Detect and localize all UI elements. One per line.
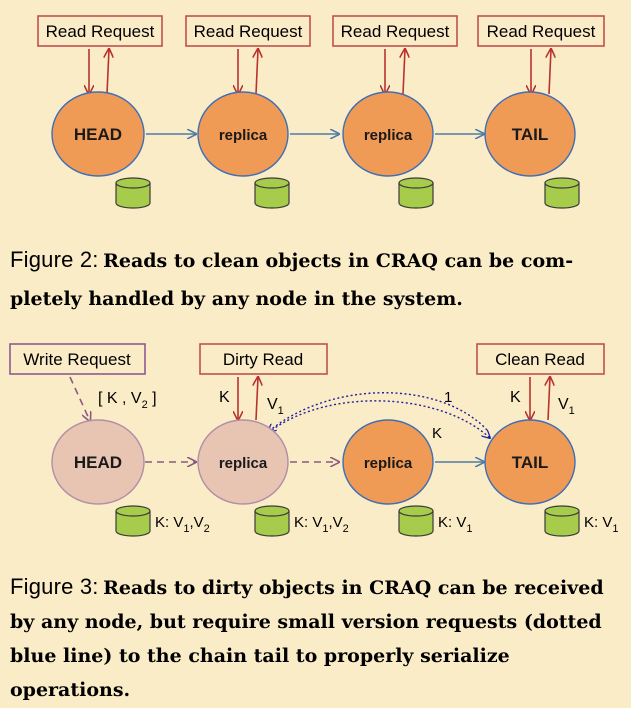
write-arrow [69,376,90,421]
figure-3-caption: Figure 3: Reads to dirty objects in CRAQ… [10,570,622,708]
node-head-dim: HEAD [51,419,145,505]
version-reply-arc [268,392,488,432]
read-request-box-3: Read Request [332,15,458,47]
figure-3-caption-label: Figure 3: [10,574,99,599]
node-tail: TAIL [484,91,576,177]
clean-read-key: K [510,389,521,406]
node-replica-2-label: replica [364,127,413,144]
store-label-head: K: V1,V2 [155,514,210,535]
read-request-box-2: Read Request [185,15,311,47]
figure-2-caption-label: Figure 2: [10,247,99,272]
node-replica-2: replica [342,91,434,177]
disk-icon [398,177,434,209]
read-request-label-1: Read Request [46,22,155,41]
figure-3: Write Request Dirty Read Clean Read [ K … [9,343,618,537]
disk-icon [544,177,580,209]
disks-fig3 [115,505,580,537]
node-tail-label: TAIL [512,125,549,144]
store-label-replica-2: K: V1 [438,514,472,535]
dirty-read-key: K [219,389,230,406]
figure-canvas: Read Request Read Request Read Request R… [9,15,622,701]
version-reply-label: 1 [444,389,452,406]
node-tail-fig3-label: TAIL [512,453,549,472]
disk-icon [398,505,434,537]
node-replica-clean-label: replica [364,455,413,472]
store-label-replica-1: K: V1,V2 [294,514,349,535]
diagram-svg: Read Request Read Request Read Request R… [9,15,618,537]
dirty-read-arrows [238,377,258,420]
version-query-label: K [432,425,442,442]
node-head-label: HEAD [74,125,122,144]
node-replica-1-label: replica [219,127,268,144]
disk-icon [254,177,290,209]
node-replica-1: replica [197,91,289,177]
read-request-label-4: Read Request [487,22,596,41]
clean-read-arrows [530,377,550,420]
figure-3-caption-text: Reads to dirty objects in CRAQ can be re… [10,577,604,701]
write-request-label: Write Request [23,350,131,369]
nodes-fig3: HEAD replica replica TAIL [51,419,576,505]
node-tail-fig3: TAIL [484,419,576,505]
store-label-tail: K: V1 [584,514,618,535]
read-request-box-4: Read Request [477,15,605,47]
store-labels: K: V1,V2 K: V1,V2 K: V1 K: V1 [155,514,618,535]
write-payload-label: [ K , V2 ] [98,390,157,411]
dirty-read-label: Dirty Read [223,350,303,369]
node-head: HEAD [51,91,145,177]
figure-2-caption: Figure 2: Reads to clean objects in CRAQ… [10,242,622,319]
clean-read-label: Clean Read [495,350,585,369]
nodes-fig2: HEAD replica replica TAIL [51,91,576,177]
node-replica-dim: replica [197,419,289,505]
write-request-box: Write Request [9,343,146,375]
node-replica-clean: replica [342,419,434,505]
read-request-label-2: Read Request [194,22,303,41]
node-head-dim-label: HEAD [74,453,122,472]
read-request-label-3: Read Request [341,22,450,41]
node-replica-dim-label: replica [219,455,268,472]
clean-read-box: Clean Read [476,343,605,375]
disk-icon [115,177,151,209]
figure-2: Read Request Read Request Read Request R… [37,15,605,209]
disks-fig2 [115,177,580,209]
request-arrows-fig2 [89,49,551,94]
dirty-read-box: Dirty Read [199,343,328,375]
read-request-box-1: Read Request [37,15,163,47]
version-query-arc [271,400,490,438]
clean-read-value: V1 [558,396,575,417]
disk-icon [115,505,151,537]
figure-2-caption-text: Reads to clean objects in CRAQ can be co… [10,250,574,310]
disk-icon [254,505,290,537]
disk-icon [544,505,580,537]
dirty-read-value: V1 [267,396,284,417]
